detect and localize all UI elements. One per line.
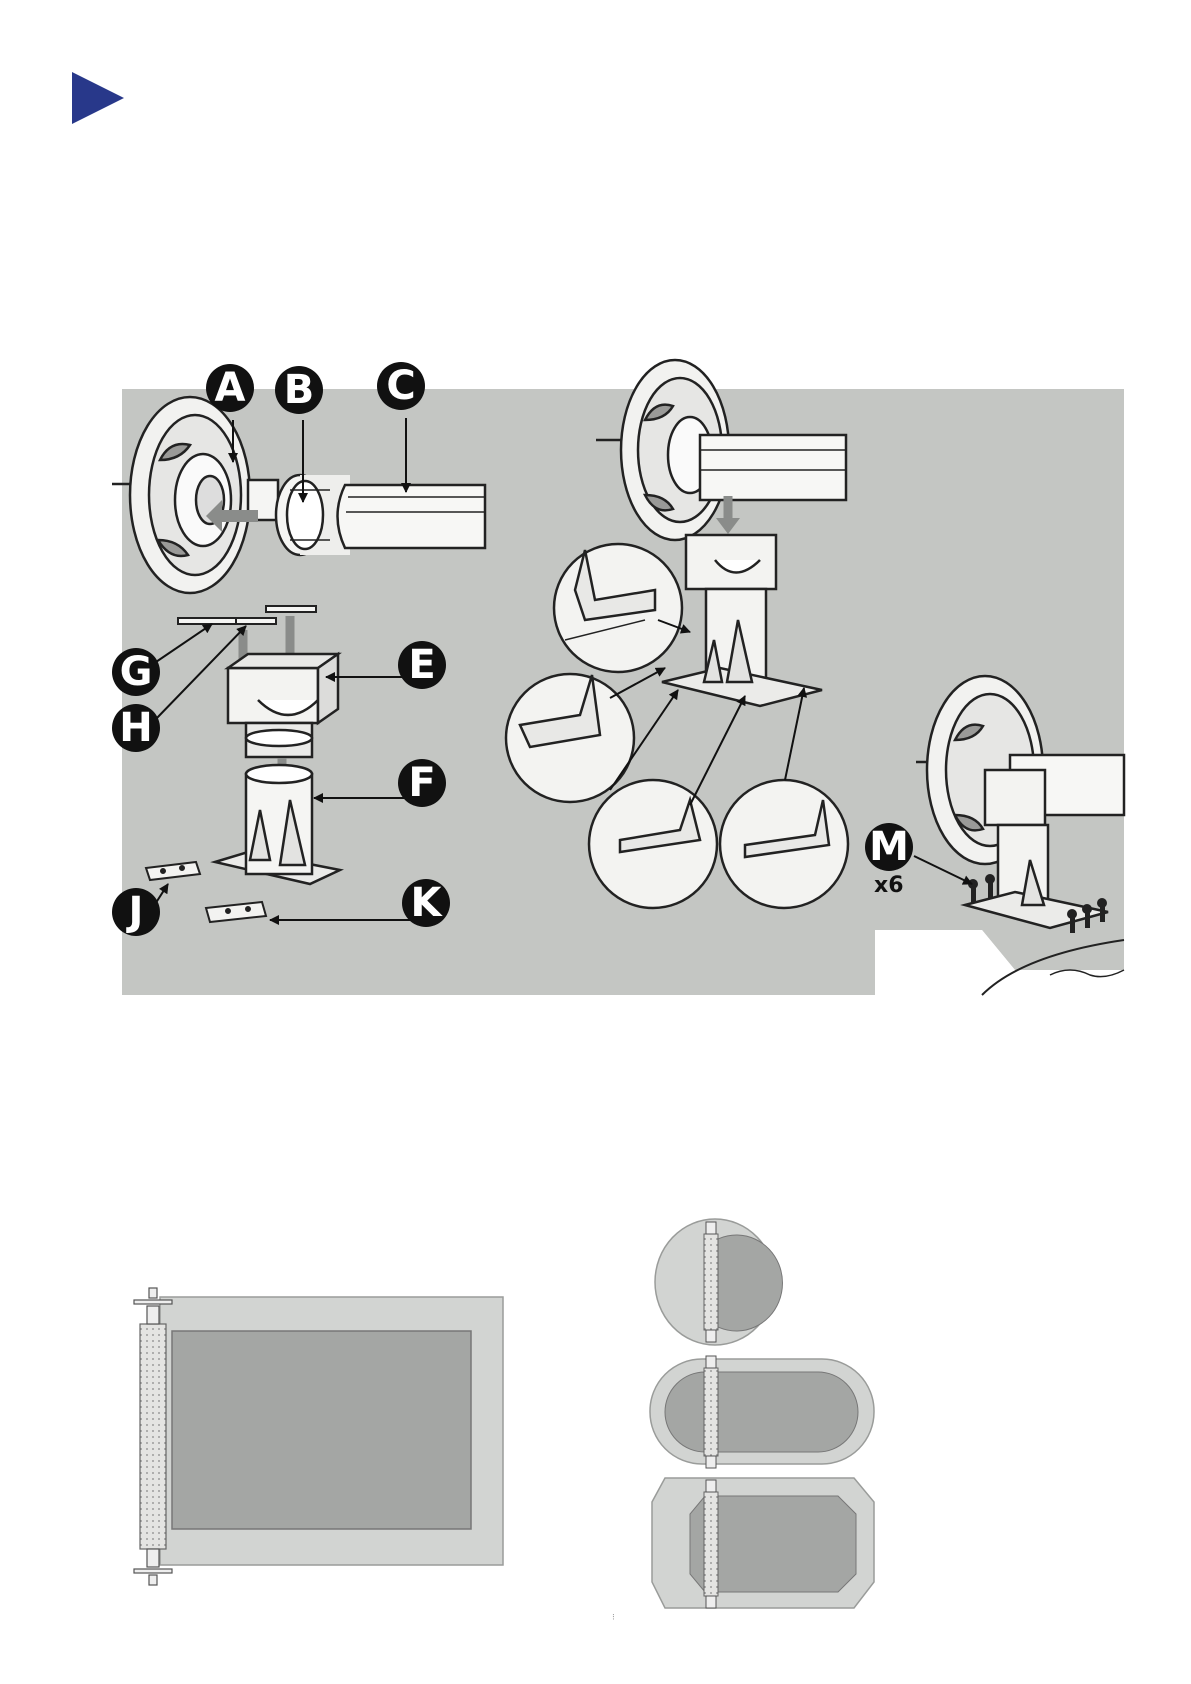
page-mark: ⁝ — [612, 1612, 615, 1623]
callout-g: G — [112, 648, 160, 696]
reel-tube — [338, 485, 486, 548]
callout-j: J — [112, 888, 160, 936]
callout-b: B — [275, 366, 323, 414]
pool-shapes-figure — [0, 1180, 1191, 1620]
detail-circle-1 — [554, 544, 682, 672]
callout-m: M — [865, 823, 913, 871]
assembled-tube — [700, 435, 846, 500]
oval-pool — [650, 1356, 874, 1468]
callout-a: A — [206, 364, 254, 412]
detail-circle-4 — [720, 780, 848, 908]
pin-g — [178, 618, 236, 624]
octagonal-pool — [652, 1478, 874, 1608]
callout-h: H — [112, 704, 160, 752]
rectangular-pool — [134, 1288, 503, 1585]
callout-e: E — [398, 641, 446, 689]
callout-k: K — [402, 879, 450, 927]
callout-f: F — [398, 759, 446, 807]
round-pool — [655, 1219, 782, 1345]
callout-m-quantity: x6 — [874, 873, 904, 898]
callout-c: C — [377, 362, 425, 410]
detail-circle-3 — [589, 780, 717, 908]
assembly-figure: A B C E F G H J K M x6 — [0, 0, 1191, 1000]
